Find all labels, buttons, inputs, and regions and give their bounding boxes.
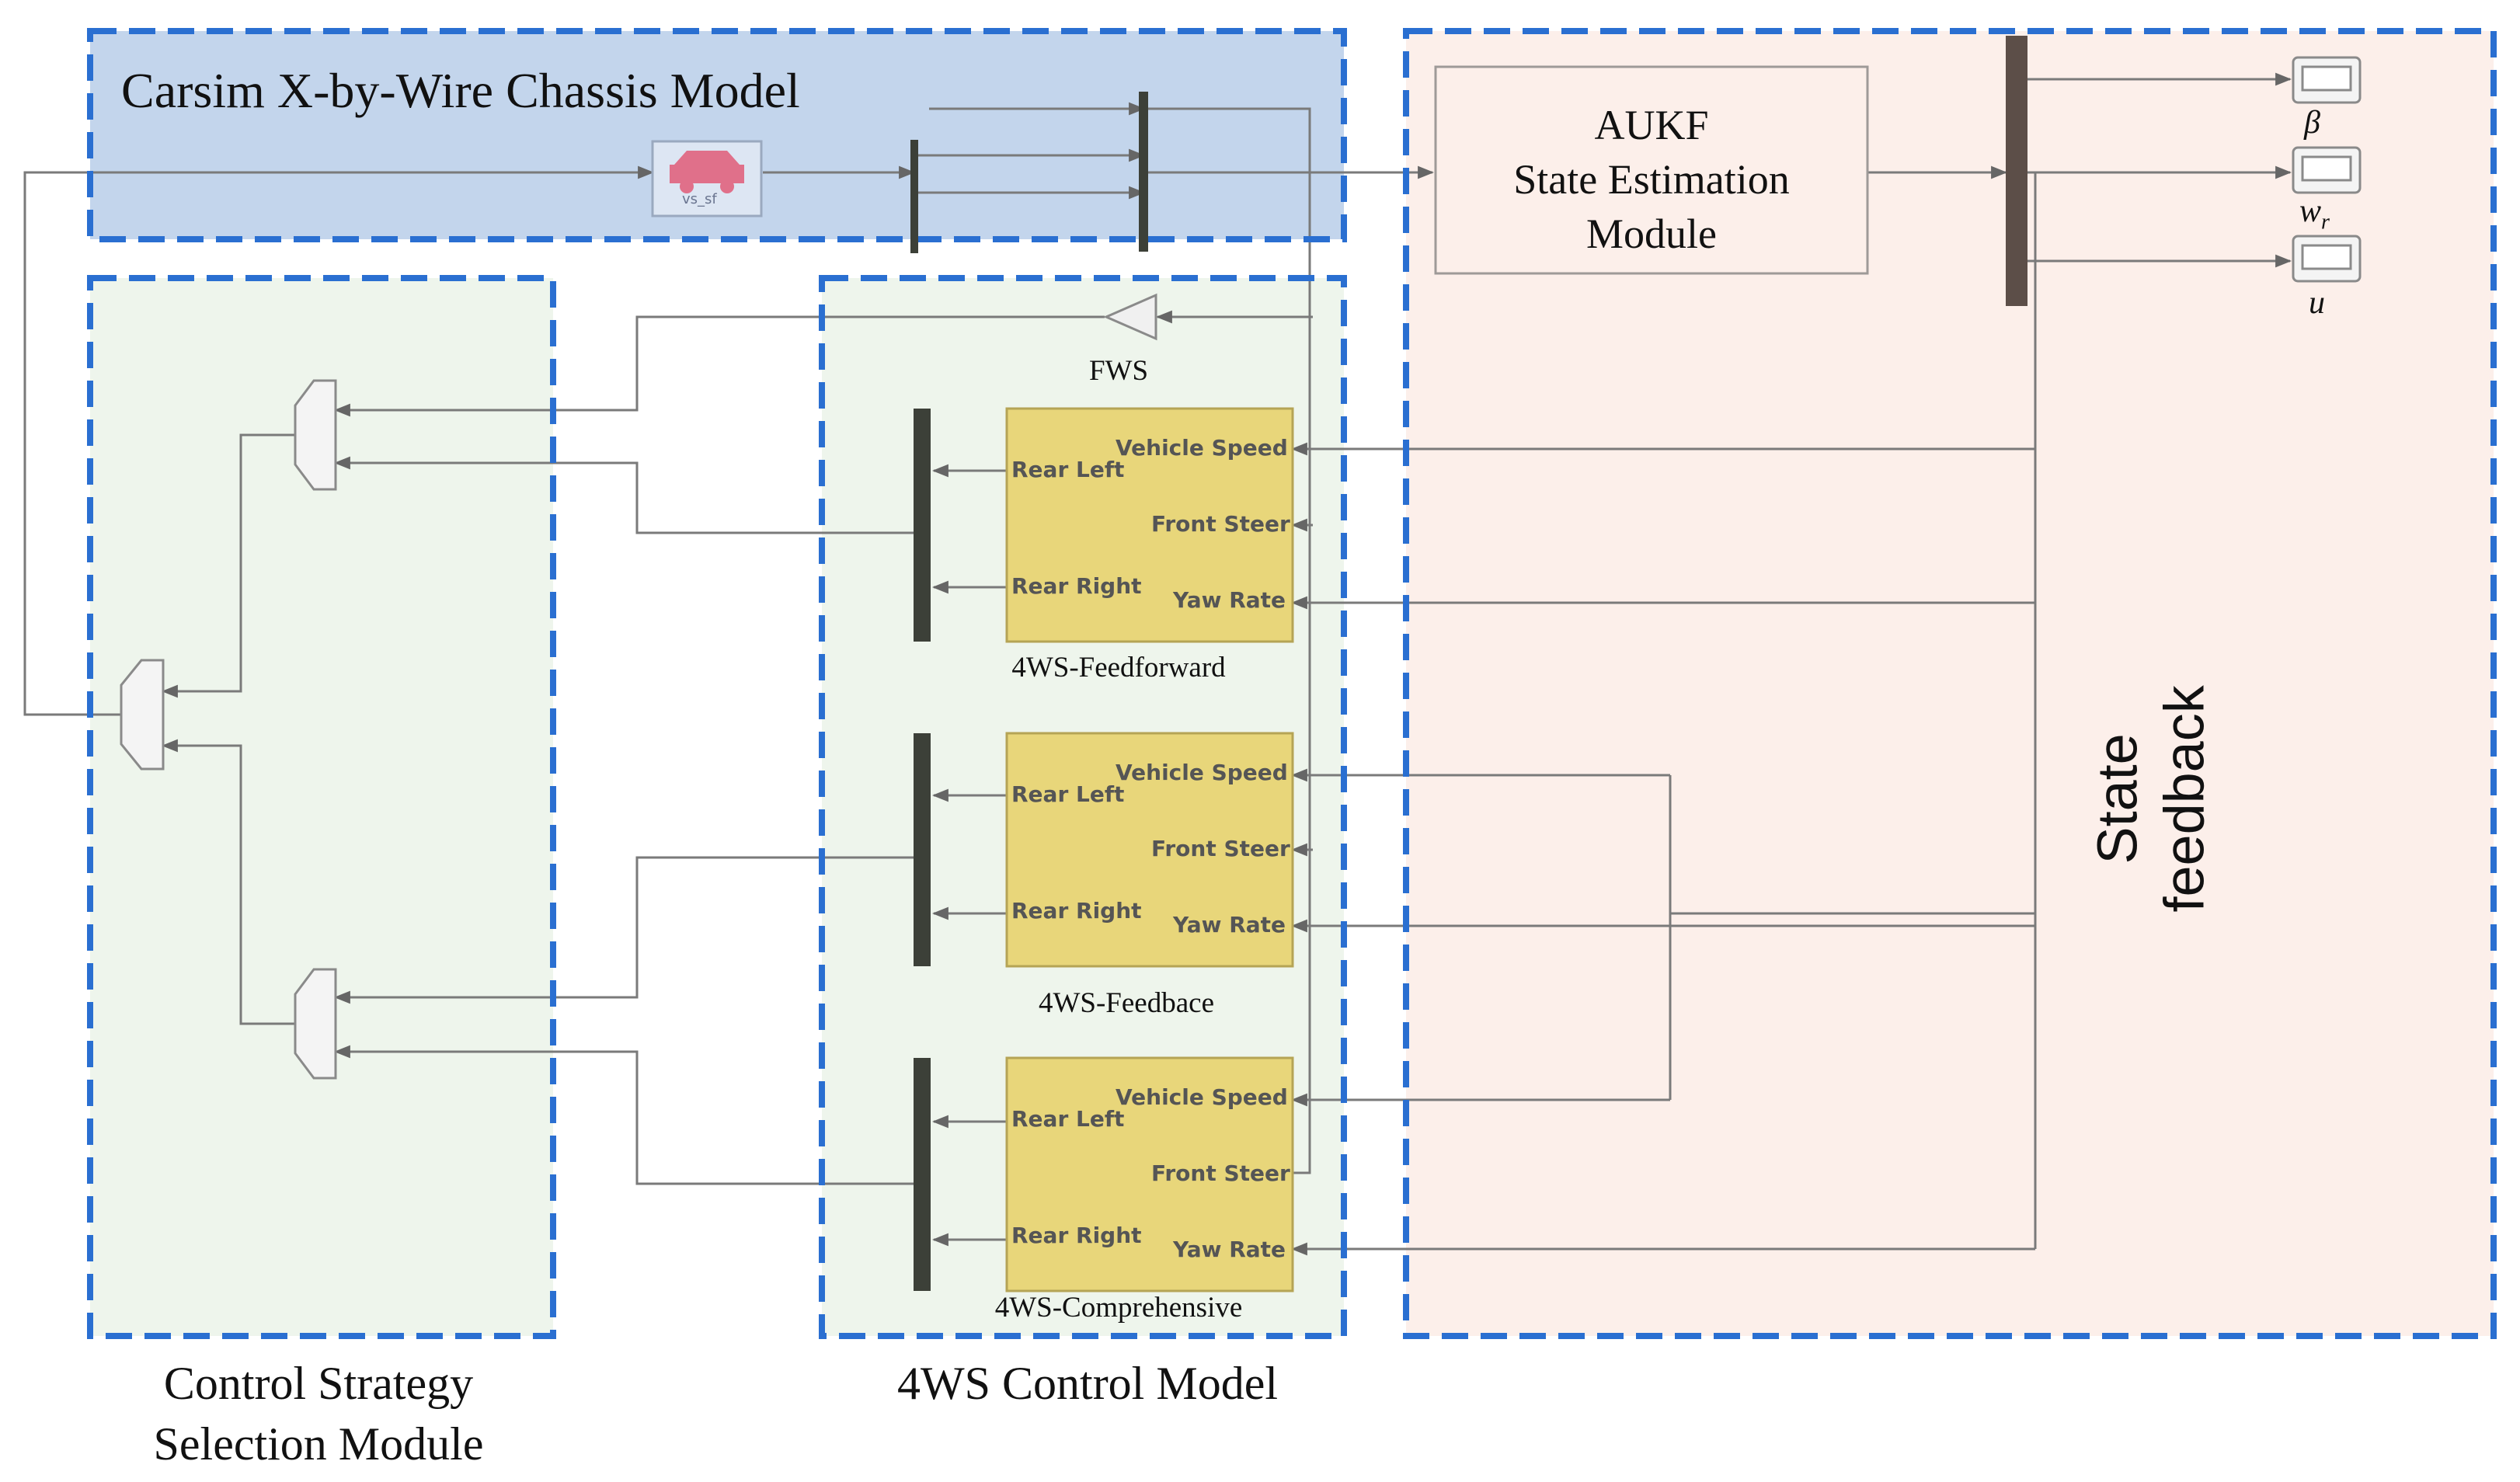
chassis-region-title: Carsim X-by-Wire Chassis Model xyxy=(121,63,800,118)
switch-blocks[interactable] xyxy=(120,379,337,1080)
wires xyxy=(23,72,2292,1256)
car-icon xyxy=(670,151,744,193)
bus-bars xyxy=(910,36,2027,1291)
feedforward-mux-bar xyxy=(914,409,931,642)
fb-port-rear-right: Rear Right xyxy=(1011,898,1142,924)
output-beta-label: β xyxy=(2304,105,2320,141)
ff-port-vehicle-speed: Vehicle Speed xyxy=(1116,435,1288,461)
ff-subsystem-name: 4WS-Feedforward xyxy=(1011,652,1226,684)
comp-port-front-steer: Front Steer xyxy=(1151,1160,1290,1186)
carsim-block-label: vs_sf xyxy=(682,191,717,207)
scope-wr-icon[interactable] xyxy=(2292,146,2362,194)
fb-port-rear-left: Rear Left xyxy=(1011,781,1125,807)
aukf-line-1: AUKF xyxy=(1594,102,1709,148)
comp-port-vehicle-speed: Vehicle Speed xyxy=(1116,1084,1288,1110)
output-wr-label: wr xyxy=(2299,193,2330,235)
chassis-region-border xyxy=(87,28,1347,242)
output-wr-subscript: r xyxy=(2321,210,2330,235)
region-borders xyxy=(87,28,2497,1339)
switch-upper-icon[interactable] xyxy=(294,379,337,491)
aukf-block[interactable] xyxy=(1434,65,1869,275)
ff-port-rear-right: Rear Right xyxy=(1011,573,1142,599)
subsystem-feedback[interactable] xyxy=(1005,732,1294,968)
aukf-title: AUKF State Estimation Module xyxy=(1436,98,1867,262)
carsim-block[interactable] xyxy=(651,140,763,217)
ff-port-yaw-rate: Yaw Rate xyxy=(1173,587,1286,613)
subsystem-comprehensive[interactable] xyxy=(1005,1056,1294,1292)
comp-subsystem-name: 4WS-Comprehensive xyxy=(994,1292,1243,1324)
output-wr-base: w xyxy=(2299,193,2322,229)
aukf-line-3: Module xyxy=(1586,210,1717,258)
scope-beta-icon[interactable] xyxy=(2292,56,2362,104)
output-bus-bar xyxy=(2006,36,2027,306)
fws-gain-block[interactable] xyxy=(1103,293,1157,341)
control-region-title: 4WS Control Model xyxy=(897,1358,1278,1409)
scope-u-icon[interactable] xyxy=(2292,235,2362,283)
chassis-mux-bar-2 xyxy=(1139,92,1148,252)
output-u-label: u xyxy=(2309,285,2325,321)
strategy-region-border xyxy=(87,275,556,1339)
state-feedback-label: State feedback xyxy=(2087,685,2216,913)
comp-port-yaw-rate: Yaw Rate xyxy=(1173,1237,1286,1262)
comp-port-rear-left: Rear Left xyxy=(1011,1106,1125,1132)
subsystem-feedforward[interactable] xyxy=(1005,407,1294,643)
comp-port-rear-right: Rear Right xyxy=(1011,1223,1142,1248)
switch-lower-icon[interactable] xyxy=(294,968,337,1080)
aukf-line-2: State Estimation xyxy=(1513,156,1790,204)
fws-gain-label: FWS xyxy=(1088,355,1149,387)
fb-port-vehicle-speed: Vehicle Speed xyxy=(1116,760,1288,785)
fb-subsystem-name: 4WS-Feedbace xyxy=(1038,987,1214,1019)
subsystem-blocks[interactable] xyxy=(1005,407,1294,1292)
ff-port-rear-left: Rear Left xyxy=(1011,457,1125,482)
fb-port-front-steer: Front Steer xyxy=(1151,836,1290,861)
ff-port-front-steer: Front Steer xyxy=(1151,511,1290,537)
chassis-mux-bar-1 xyxy=(910,140,918,253)
switch-main-icon[interactable] xyxy=(120,659,165,771)
output-scopes[interactable] xyxy=(2292,56,2362,283)
feedback-region-border xyxy=(1403,28,2497,1339)
comprehensive-mux-bar xyxy=(914,1058,931,1291)
feedback-mux-bar xyxy=(914,733,931,966)
control-region-border xyxy=(819,275,1347,1339)
fb-port-yaw-rate: Yaw Rate xyxy=(1173,912,1286,938)
strategy-region-title: Control Strategy Selection Module xyxy=(153,1358,484,1470)
